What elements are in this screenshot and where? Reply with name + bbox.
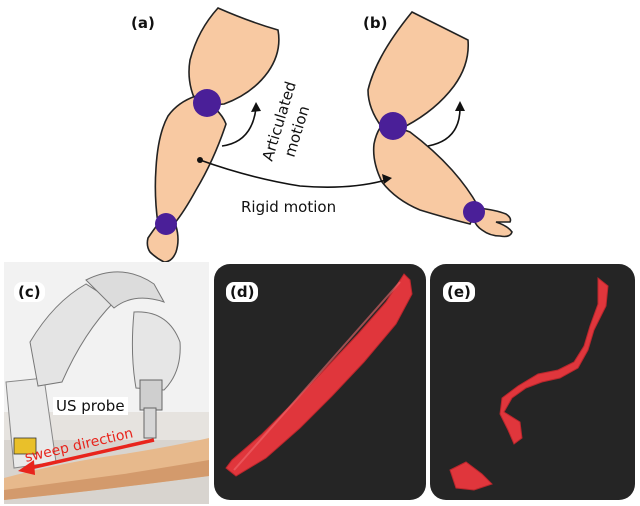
rigid-motion-arrow [199, 159, 387, 188]
warning-label [13, 437, 37, 455]
label-e: (e) [443, 282, 475, 302]
rigid-motion-label: Rigid motion [241, 198, 337, 216]
joint-wrist-a [155, 213, 177, 235]
sweep-arrowhead [18, 460, 35, 475]
articulated-arrow-a [221, 107, 257, 147]
articulated-arrow-b [427, 107, 461, 147]
label-d: (d) [226, 282, 259, 302]
robot-flange [139, 379, 163, 411]
articulated-arrowhead-a [251, 102, 261, 112]
robot-link-2 [85, 271, 166, 309]
panel-d [214, 264, 426, 500]
arm-b-upper [367, 10, 470, 131]
arm-a [146, 7, 280, 262]
arm-phantom-shade [4, 460, 209, 500]
label-a: (a) [131, 14, 155, 32]
articulated-arrowhead-b [455, 101, 465, 111]
vessel-d [225, 273, 413, 477]
arm-b-forearm [372, 126, 479, 225]
arm-a-upper [188, 7, 280, 107]
vessel-e [449, 276, 609, 491]
us-probe-label: US probe [53, 397, 128, 415]
robot-link-3 [131, 311, 181, 391]
panel-e [430, 264, 635, 500]
arm-b [367, 10, 513, 238]
arm-diagram: Articulated motion [146, 7, 513, 262]
label-b: (b) [363, 14, 388, 32]
joint-wrist-b [463, 201, 485, 223]
sweep-arrow-line [29, 438, 155, 470]
label-c: (c) [14, 282, 45, 302]
rigid-motion-arrowhead [382, 174, 392, 184]
arm-a-forearm [154, 95, 227, 225]
joint-elbow-b [379, 112, 407, 140]
robot-photo: sweep direction [4, 262, 209, 504]
joint-elbow-a [193, 89, 221, 117]
probe-holder [143, 407, 157, 439]
